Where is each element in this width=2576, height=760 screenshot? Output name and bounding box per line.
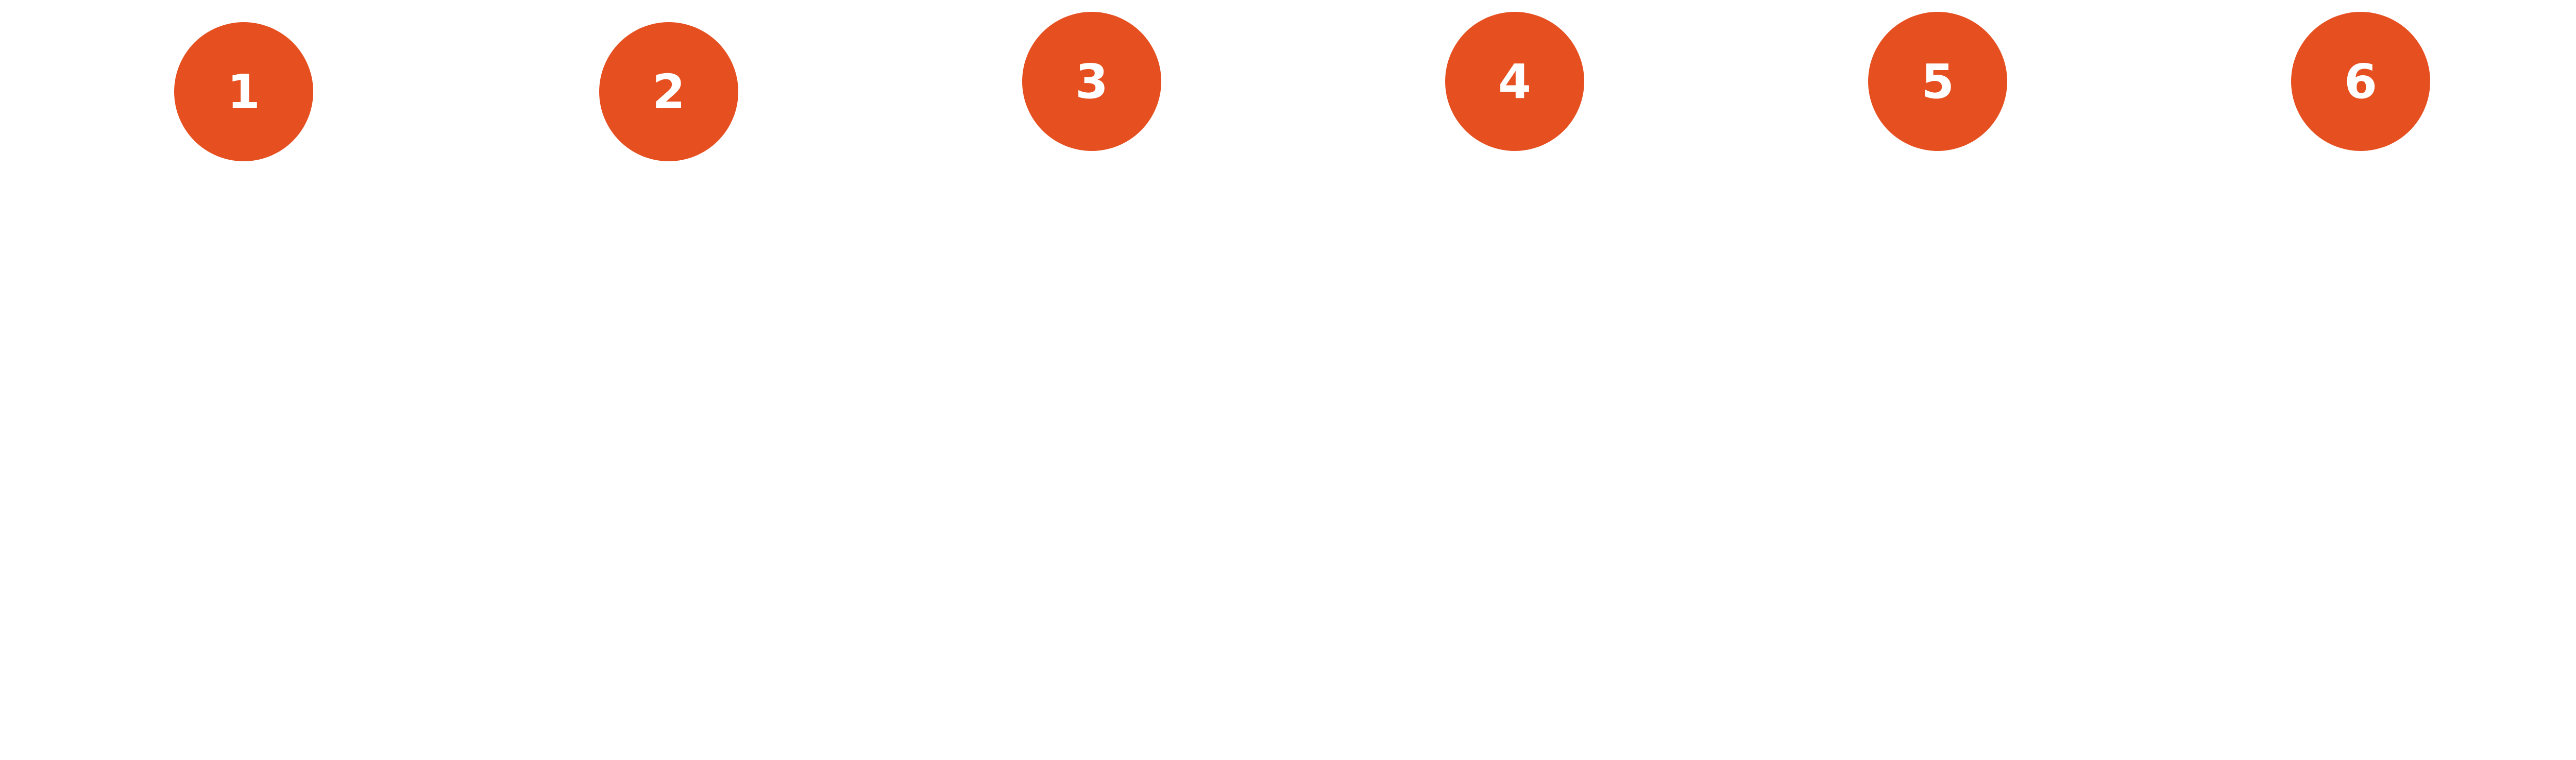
step-number: 1	[227, 64, 260, 120]
step-number: 3	[1075, 54, 1108, 109]
step-badge-5: 5	[1868, 12, 2007, 151]
step-number: 6	[2344, 54, 2377, 109]
step-badge-1: 1	[174, 22, 313, 161]
step-badge-3: 3	[1022, 12, 1161, 151]
step-badge-4: 4	[1445, 12, 1584, 151]
step-badge-2: 2	[599, 22, 738, 161]
step-number: 4	[1498, 54, 1531, 109]
step-number: 2	[652, 64, 685, 120]
step-number: 5	[1921, 54, 1954, 109]
step-badge-6: 6	[2291, 12, 2430, 151]
